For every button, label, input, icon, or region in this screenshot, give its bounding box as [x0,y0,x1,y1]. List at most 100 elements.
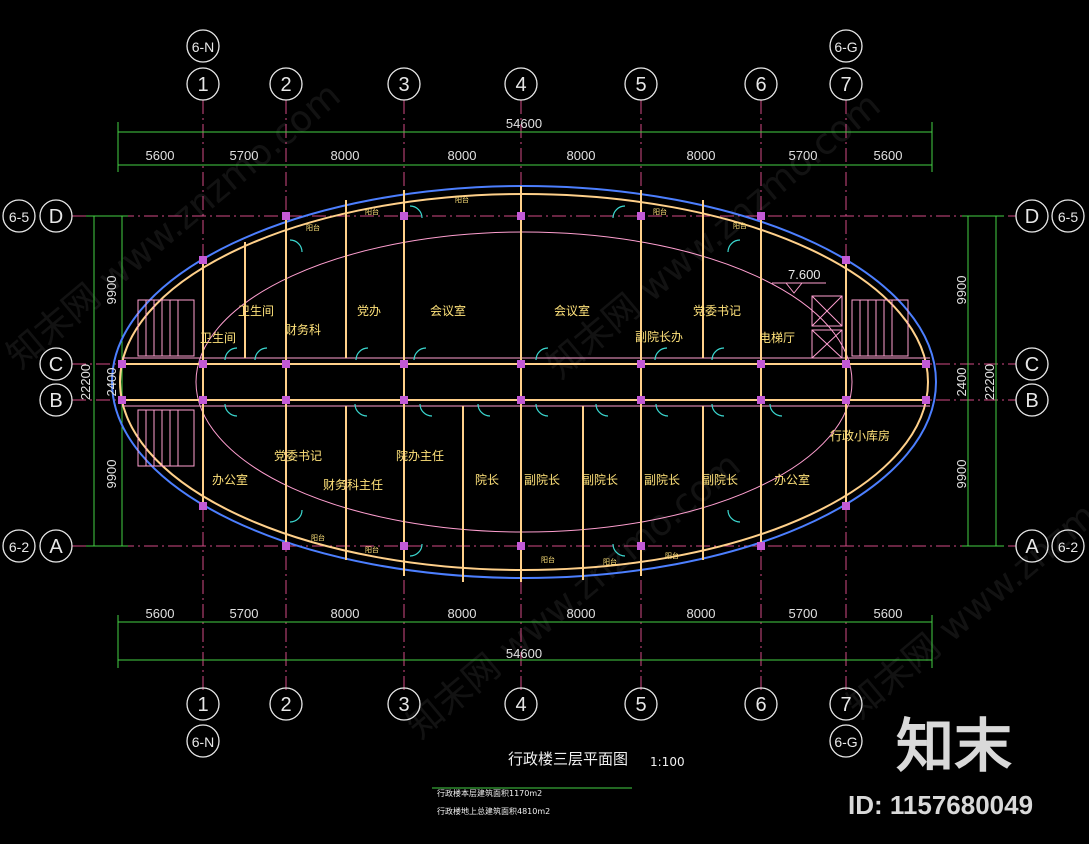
room-north-elevator-hall: 电梯厅 [759,331,795,345]
dim-left-1: 9900 [104,276,119,305]
grid-top-4: 4 [515,74,526,96]
room-labels-north: 卫生间 卫生间 财务科 党办 会议室 会议室 副院长办 党委书记 电梯厅 [200,303,795,345]
dim-bottom-5: 8000 [567,606,596,621]
grid-top-6: 6 [755,74,766,96]
row-right-b: B [1025,390,1038,412]
dim-right-total: 22200 [982,364,997,400]
dim-bottom-2: 5700 [230,606,259,621]
grid-top-7: 7 [840,74,851,96]
drawing-title: 行政楼三层平面图 [508,750,628,768]
grid-top-3: 3 [398,74,409,96]
row-tag-right-d: 6-5 [1058,209,1078,225]
faint-watermark: 知末网 www.znzmo.com 知末网 www.znzmo.com 知末网 … [0,75,1089,747]
dim-left-total: 22200 [78,364,93,400]
row-bubbles-right: D C B A 6-5 6-2 [1015,199,1085,563]
row-tag-right-a: 6-2 [1058,539,1078,555]
note-total-area: 行政楼地上总建筑面积4810m2 [437,806,550,816]
balcony-labels: 阳台 阳台 阳台 阳台 阳台 阳台 阳台 阳台 阳台 阳台 [306,195,747,566]
room-south-admin-head: 院办主任 [396,448,444,463]
dim-bottom-3: 8000 [331,606,360,621]
grid-bottom-1: 1 [197,694,208,716]
dim-right-1: 9900 [954,276,969,305]
dim-top-5: 8000 [567,148,596,163]
row-left-d: D [49,206,63,228]
dim-right-2: 2400 [954,368,969,397]
grid-tag-bottom-right: 6-G [834,734,857,750]
elevation-label: 7.600 [788,267,821,282]
dimension-texts: 54600 5600 5700 8000 8000 8000 8000 5700… [78,116,997,661]
room-south-vice-dean-1: 副院长 [524,473,560,487]
room-south-vice-dean-2: 副院长 [582,473,618,487]
room-south-storage: 行政小库房 [830,428,890,443]
faint-watermark-3: 知末网 www.znzmo.com [399,445,748,747]
grid-bottom-4: 4 [515,694,526,716]
room-north-party-office: 党办 [357,303,381,318]
row-right-d: D [1025,206,1039,228]
room-north-wc-2: 卫生间 [238,304,274,318]
row-right-c: C [1025,354,1039,376]
dim-top-2: 5700 [230,148,259,163]
room-south-dean: 院长 [475,473,499,487]
dim-top-7: 5700 [789,148,818,163]
grid-top-1: 1 [197,74,208,96]
dim-top-1: 5600 [146,148,175,163]
stair-right [851,299,909,357]
balcony-label-n3: 阳台 [455,195,469,204]
dim-top-3: 8000 [331,148,360,163]
watermark: 知末 ID: 1157680049 [848,712,1033,820]
row-left-c: C [49,354,63,376]
balcony-label-s2: 阳台 [365,545,379,554]
room-south-party-secretary: 党委书记 [274,448,322,463]
room-labels-south: 办公室 党委书记 财务科主任 院办主任 院长 副院长 副院长 副院长 副院长 办… [212,428,890,492]
elevation-mark: 7.600 [772,267,826,294]
title-block: 行政楼三层平面图 1:100 行政楼本层建筑面积1170m2 行政楼地上总建筑面… [432,750,685,816]
watermark-logo: 知末 [896,712,1012,780]
room-north-meeting-1: 会议室 [430,303,466,318]
row-tag-left-a: 6-2 [9,539,29,555]
dim-top-4: 8000 [448,148,477,163]
grid-tag-bottom-left: 6-N [192,734,215,750]
balcony-label-n4: 阳台 [653,207,667,216]
row-left-b: B [49,390,62,412]
dim-bottom-6: 8000 [687,606,716,621]
room-south-finance-head: 财务科主任 [323,477,383,492]
row-tag-left-d: 6-5 [9,209,29,225]
dimension-lines [86,122,1004,668]
faint-watermark-2: 知末网 www.znzmo.com [539,85,888,387]
dim-right-3: 9900 [954,460,969,489]
grid-bubbles-top: 1 2 3 4 5 6 7 6-N 6-G [186,29,863,101]
grid-top-2: 2 [280,74,291,96]
room-north-meeting-2: 会议室 [554,303,590,318]
room-north-vice-dean: 副院长办 [635,329,683,344]
balcony-label-n1: 阳台 [306,223,320,232]
dim-left-2: 2400 [104,368,119,397]
row-left-a: A [49,536,63,558]
grid-bubbles-bottom: 1 2 3 4 5 6 7 6-N 6-G [186,687,863,758]
dim-bottom-total: 54600 [506,646,542,661]
room-north-wc-1: 卫生间 [200,331,236,345]
dim-left-3: 9900 [104,460,119,489]
room-south-vice-dean-4: 副院长 [702,473,738,487]
balcony-label-s3: 阳台 [541,555,555,564]
dim-bottom-8: 5600 [874,606,903,621]
row-bubbles-left: D C B A 6-5 6-2 [2,199,73,563]
grid-bottom-3: 3 [398,694,409,716]
balcony-label-s1: 阳台 [311,533,325,542]
room-north-finance: 财务科 [285,322,321,337]
grid-bottom-2: 2 [280,694,291,716]
note-floor-area: 行政楼本层建筑面积1170m2 [437,788,542,798]
room-north-party-secretary: 党委书记 [693,303,741,318]
grid-tag-top-left: 6-N [192,39,215,55]
balcony-label-n5: 阳台 [733,221,747,230]
grid-bottom-6: 6 [755,694,766,716]
room-south-office-2: 办公室 [774,472,810,487]
room-south-office-1: 办公室 [212,472,248,487]
building-outline [111,185,937,582]
grid-bottom-7: 7 [840,694,851,716]
columns [118,212,930,550]
drawing-scale: 1:100 [650,755,685,769]
dim-top-6: 8000 [687,148,716,163]
row-right-a: A [1025,536,1039,558]
